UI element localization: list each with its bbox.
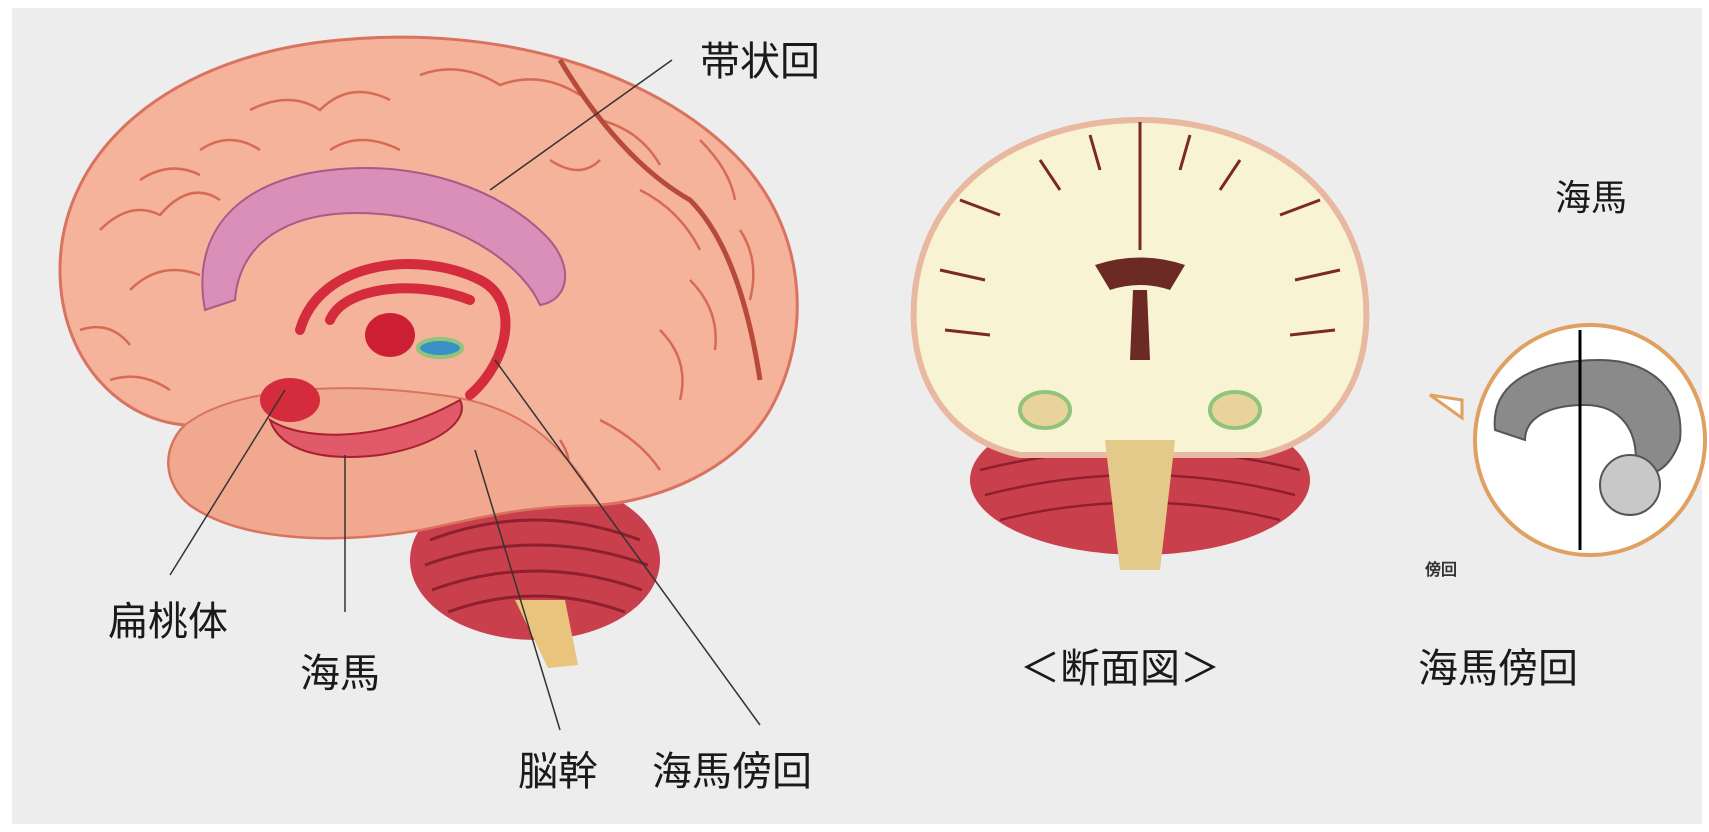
label-cross-section: ＜断面図＞: [1020, 646, 1220, 692]
label-parahippocampal-left: 海馬傍回: [652, 749, 812, 795]
mammillary-blue: [418, 339, 462, 357]
coronal-section: [914, 120, 1367, 570]
label-hippocampus-left: 海馬: [300, 651, 380, 697]
hippocampus-coronal-right: [1210, 392, 1260, 428]
thalamus-red: [365, 313, 415, 357]
hippocampus-coronal-left: [1020, 392, 1070, 428]
inset-hippocampus: [1600, 455, 1660, 515]
label-cingulate: 帯状回: [700, 39, 820, 85]
label-inset-small: 傍回: [1425, 560, 1457, 579]
label-hippocampus-right: 海馬: [1555, 178, 1627, 219]
label-brainstem: 脳幹: [518, 749, 598, 795]
label-parahippocampal-right: 海馬傍回: [1418, 646, 1578, 692]
label-amygdala: 扁桃体: [108, 599, 228, 645]
